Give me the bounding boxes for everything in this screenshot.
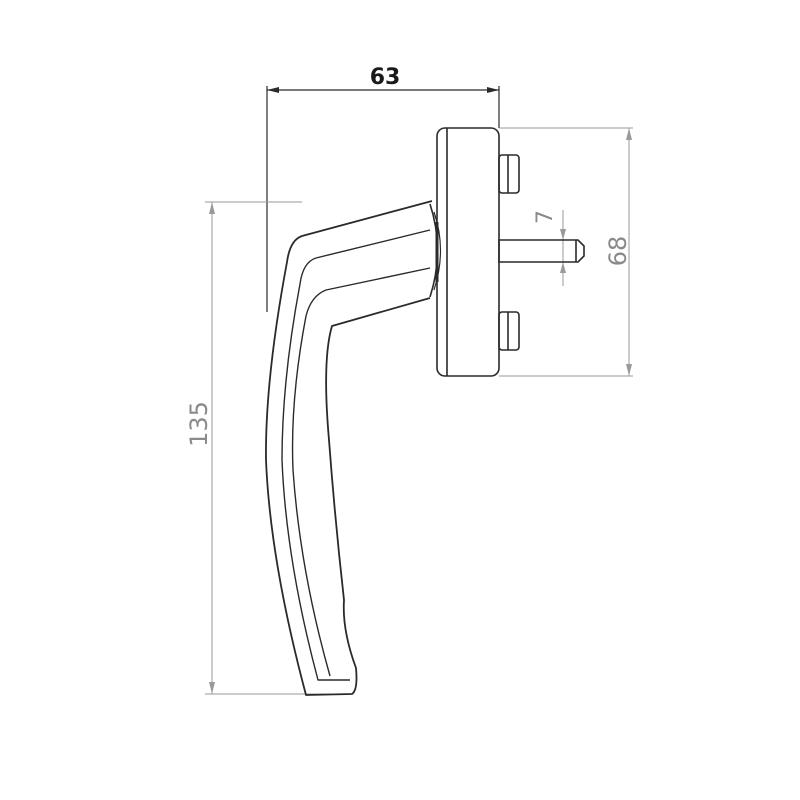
- handle-outer-outline: [265, 200, 433, 696]
- height-dimension: 135: [185, 201, 330, 695]
- rosette-arrow-bottom: [626, 364, 632, 376]
- boss-top: [498, 154, 520, 194]
- boss-bottom: [498, 311, 520, 351]
- spindle-body: [498, 239, 585, 263]
- mounting-bosses: [498, 154, 520, 351]
- collar-inner: [433, 211, 442, 291]
- height-arrow-bottom: [209, 682, 215, 694]
- spindle-arrow-bottom: [560, 262, 566, 273]
- rosette-plate: [436, 127, 500, 377]
- handle-upper-edge: [281, 229, 431, 681]
- height-arrow-top: [209, 202, 215, 214]
- spindle-dimension: 7: [533, 210, 572, 286]
- width-arrow-left: [267, 87, 279, 93]
- rosette-height-dimension: 68: [499, 127, 633, 377]
- handle-lever: [265, 200, 433, 696]
- width-dimension: 63: [266, 65, 500, 312]
- width-dimension-label: 63: [370, 65, 401, 90]
- width-arrow-right: [487, 87, 499, 93]
- spindle-dimension-label: 7: [533, 210, 558, 224]
- height-dimension-label: 135: [185, 401, 213, 447]
- neck-collar: [429, 203, 442, 298]
- rosette-arrow-top: [626, 128, 632, 140]
- spindle: [498, 239, 585, 263]
- rosette-dimension-label: 68: [604, 236, 632, 267]
- handle-lower-edge: [291, 267, 431, 677]
- spindle-arrow-top: [560, 229, 566, 240]
